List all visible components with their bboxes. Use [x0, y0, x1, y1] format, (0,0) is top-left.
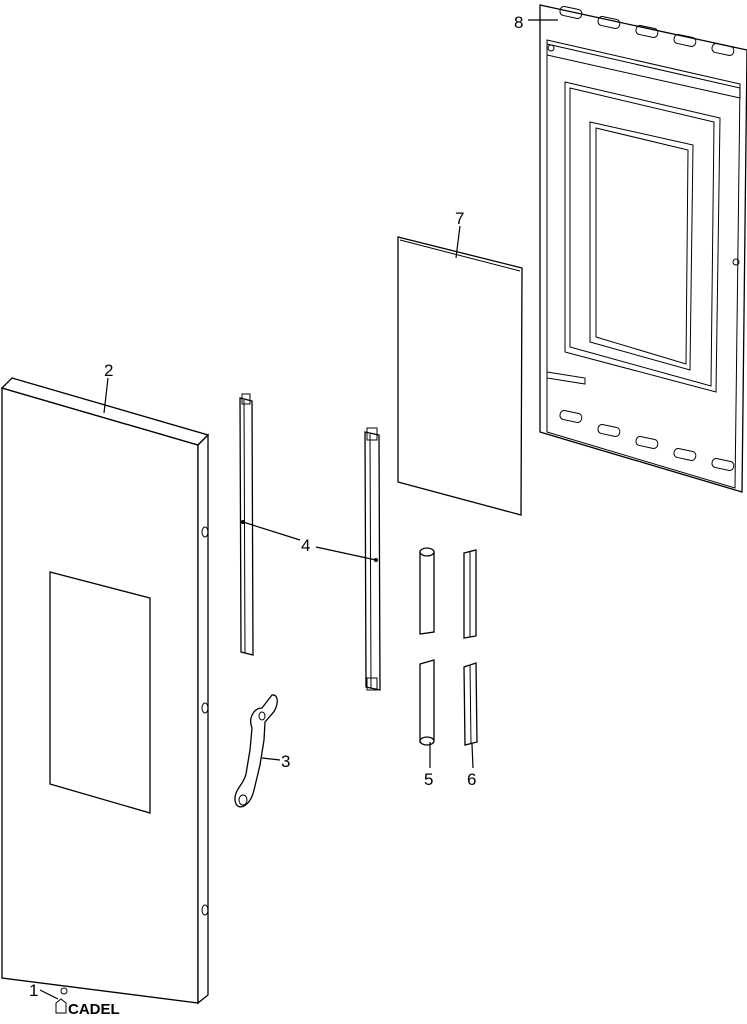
- callout-1: 1: [29, 981, 38, 1000]
- part-5-round-seals: [419, 547, 435, 746]
- logo-text: CADEL: [68, 1001, 120, 1018]
- part-3-latch-bracket: [234, 694, 278, 808]
- part-4-side-rails: [239, 393, 381, 691]
- part-1-logo-badge: CADEL: [55, 987, 120, 1018]
- part-7-glass-panel: [397, 236, 523, 516]
- callout-7: 7: [455, 209, 464, 228]
- callout-2: 2: [104, 361, 113, 380]
- part-8-door-frame: [539, 4, 747, 493]
- callout-8: 8: [514, 13, 523, 32]
- callout-6: 6: [467, 770, 476, 789]
- callout-5: 5: [424, 770, 433, 789]
- part-6-flat-seals: [463, 549, 478, 746]
- part-2-front-door: [0, 377, 210, 1005]
- callout-4: 4: [301, 536, 310, 555]
- callout-3: 3: [281, 752, 290, 771]
